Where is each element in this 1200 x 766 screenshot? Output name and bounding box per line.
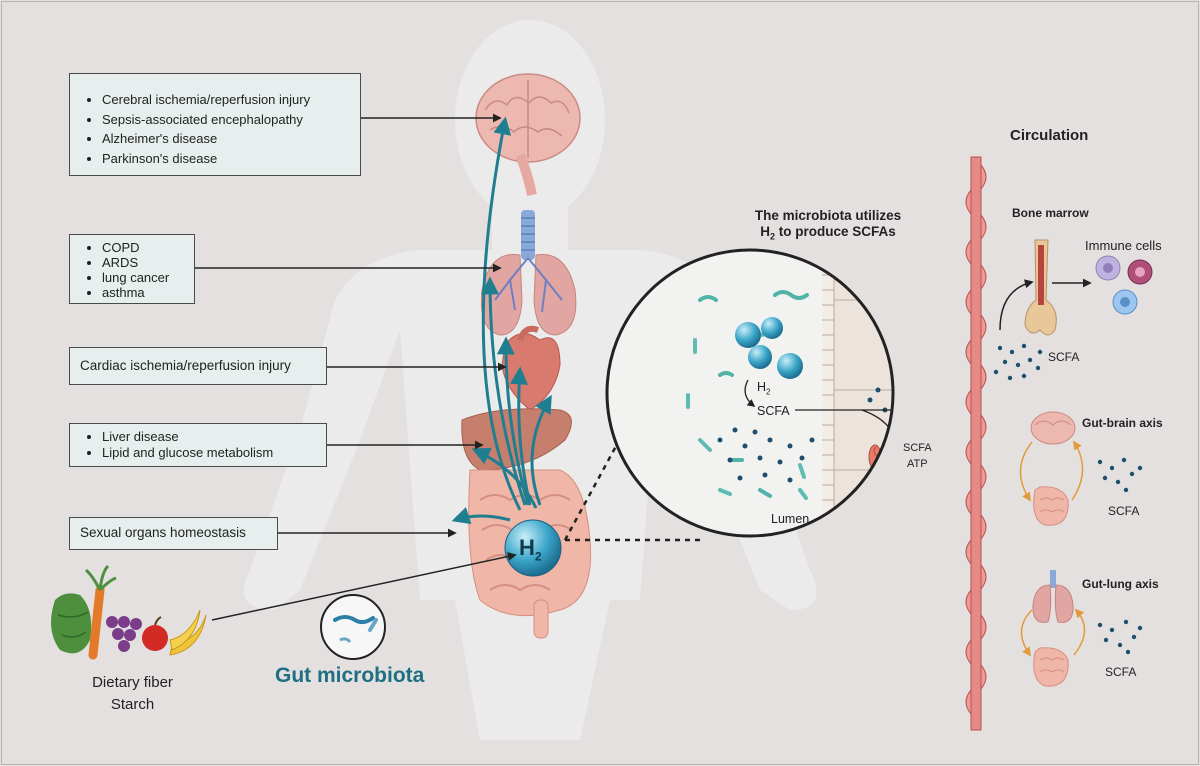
zoom-scfa-label: SCFA: [757, 404, 790, 418]
zoom-lumen-label: Lumen: [771, 512, 810, 526]
brain-disease-item: Alzheimer's disease: [102, 129, 360, 149]
gut-brain-axis-icon: [1019, 411, 1084, 526]
blood-vessel: [965, 156, 987, 731]
zoom-title-line2: H2 to produce SCFAs: [760, 224, 896, 242]
brain-disease-item: Cerebral ischemia/reperfusion injury: [102, 90, 360, 110]
circulation-title: Circulation: [1010, 127, 1089, 144]
liver-disease-box: Liver disease Lipid and glucose metaboli…: [69, 423, 327, 467]
gut-brain-axis-label: Gut-brain axis: [1082, 416, 1163, 430]
liver-disease-item: Liver disease: [102, 429, 326, 445]
scfa-gut-lung-label: SCFA: [1105, 665, 1137, 679]
zoom-atp-label: ATP: [907, 458, 928, 470]
h2-bubble: [504, 519, 562, 577]
brain-disease-item: Parkinson's disease: [102, 149, 360, 169]
lung-disease-item: ARDS: [102, 255, 194, 270]
gut-lung-axis-icon: [1020, 570, 1086, 687]
immune-cells-label: Immune cells: [1085, 238, 1162, 253]
lung-disease-item: COPD: [102, 240, 194, 255]
heart-organ: [501, 325, 561, 411]
diet-label-fiber: Dietary fiber: [92, 674, 173, 691]
microbiota-circle-icon: [320, 594, 386, 660]
trachea-organ: [521, 210, 535, 260]
sexual-organs-label: Sexual organs homeostasis: [80, 525, 246, 540]
lungs-organ: [480, 253, 577, 336]
dietary-food-icon: [51, 564, 207, 660]
brain-disease-box: Cerebral ischemia/reperfusion injury Sep…: [69, 73, 361, 176]
lung-disease-box: COPD ARDS lung cancer asthma: [69, 234, 195, 304]
scfa-gut-brain-label: SCFA: [1108, 504, 1140, 518]
heart-disease-label: Cardiac ischemia/reperfusion injury: [80, 358, 291, 373]
h2-label: H2: [519, 535, 542, 564]
box-connectors: [195, 113, 517, 621]
heart-disease-box: Cardiac ischemia/reperfusion injury: [69, 347, 327, 385]
diet-label-starch: Starch: [110, 696, 155, 713]
brain-disease-item: Sepsis-associated encephalopathy: [102, 110, 360, 130]
scfa-bone-marrow-label: SCFA: [1048, 350, 1080, 364]
lung-disease-item: asthma: [102, 285, 194, 300]
zoom-title-line1: The microbiota utilizes: [754, 208, 902, 223]
liver-disease-item: Lipid and glucose metabolism: [102, 445, 326, 461]
zoom-scfa-cell-label: SCFA: [903, 442, 932, 454]
immune-cells-icon: [1095, 255, 1153, 315]
gut-lung-axis-label: Gut-lung axis: [1082, 577, 1159, 591]
gut-microbiota-label: Gut microbiota: [275, 664, 425, 687]
h2-distribution-arrows: [451, 116, 552, 525]
sexual-organs-box: Sexual organs homeostasis: [69, 517, 278, 550]
bone-marrow-icon: [1024, 239, 1057, 336]
bone-marrow-label: Bone marrow: [1012, 206, 1089, 220]
lung-disease-item: lung cancer: [102, 270, 194, 285]
zoom-h2-label: H2: [757, 380, 771, 397]
zoom-circle: [605, 248, 895, 538]
